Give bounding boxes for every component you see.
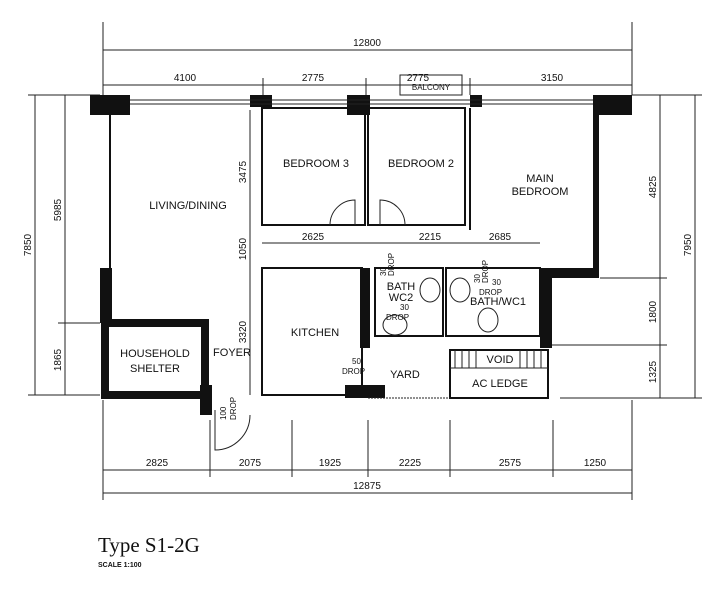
- dim-bottom-total: 12875: [353, 481, 381, 492]
- dim-inner-vertical: 3320: [238, 320, 249, 343]
- dim-bottom: 2075: [239, 458, 262, 469]
- room-bath-wc2: WC2: [389, 292, 413, 304]
- walls: [90, 74, 632, 451]
- dim-inner-horizontal: 2215: [419, 232, 442, 243]
- drop-label: DROP: [386, 313, 409, 322]
- dim-right: 1800: [648, 300, 659, 323]
- room-bath-wc1: BATH/WC1: [470, 296, 526, 308]
- dim-top: 3150: [541, 73, 564, 84]
- room-balcony: BALCONY: [412, 83, 451, 92]
- room-kitchen: KITCHEN: [291, 327, 339, 339]
- dim-top: 2775: [407, 73, 430, 84]
- plan-scale: SCALE 1:100: [98, 562, 142, 569]
- dim-right: 1325: [648, 360, 659, 383]
- room-bedroom-2: BEDROOM 2: [388, 158, 454, 170]
- dim-top: 2775: [302, 73, 325, 84]
- dim-left-total: 7850: [23, 233, 34, 256]
- dim-left: 5985: [53, 198, 64, 221]
- drop-value: 100: [219, 406, 228, 420]
- dimension-lines: [28, 22, 702, 500]
- dim-bottom: 2825: [146, 458, 169, 469]
- dim-bottom: 2575: [499, 458, 522, 469]
- drop-label: DROP: [387, 253, 396, 276]
- drop-label: DROP: [342, 367, 365, 376]
- room-main-bedroom: MAIN: [526, 173, 554, 185]
- dim-inner-horizontal: 2685: [489, 232, 512, 243]
- plan-title: Type S1-2G: [98, 533, 200, 557]
- room-household-shelter: HOUSEHOLD: [120, 348, 190, 360]
- room-void: VOID: [487, 354, 514, 366]
- room-household-shelter: SHELTER: [130, 363, 180, 375]
- dim-inner-horizontal: 2625: [302, 232, 325, 243]
- drop-value: 30: [473, 274, 482, 283]
- dim-bottom: 1925: [319, 458, 342, 469]
- dim-top: 4100: [174, 73, 197, 84]
- room-yard: YARD: [390, 369, 420, 381]
- dim-left: 1865: [53, 348, 64, 371]
- room-ac-ledge: AC LEDGE: [472, 378, 528, 390]
- drop-value: 30: [492, 278, 501, 287]
- room-bedroom-3: BEDROOM 3: [283, 158, 349, 170]
- room-living-dining: LIVING/DINING: [149, 200, 227, 212]
- dim-right-total: 7950: [683, 233, 694, 256]
- dim-right: 4825: [648, 175, 659, 198]
- room-foyer: FOYER: [213, 347, 251, 359]
- drop-label: DROP: [229, 397, 238, 420]
- room-main-bedroom: BEDROOM: [512, 186, 569, 198]
- drop-value: 30: [379, 267, 388, 276]
- drop-label: DROP: [481, 260, 490, 283]
- dim-bottom: 1250: [584, 458, 607, 469]
- dim-bottom: 2225: [399, 458, 422, 469]
- drop-label: DROP: [479, 288, 502, 297]
- room-bath-wc2: BATH: [387, 281, 416, 293]
- drop-value: 30: [400, 303, 409, 312]
- drop-value: 50: [352, 357, 361, 366]
- dim-inner-vertical: 1050: [238, 237, 249, 260]
- dim-inner-vertical: 3475: [238, 160, 249, 183]
- dim-top-total: 12800: [353, 38, 381, 49]
